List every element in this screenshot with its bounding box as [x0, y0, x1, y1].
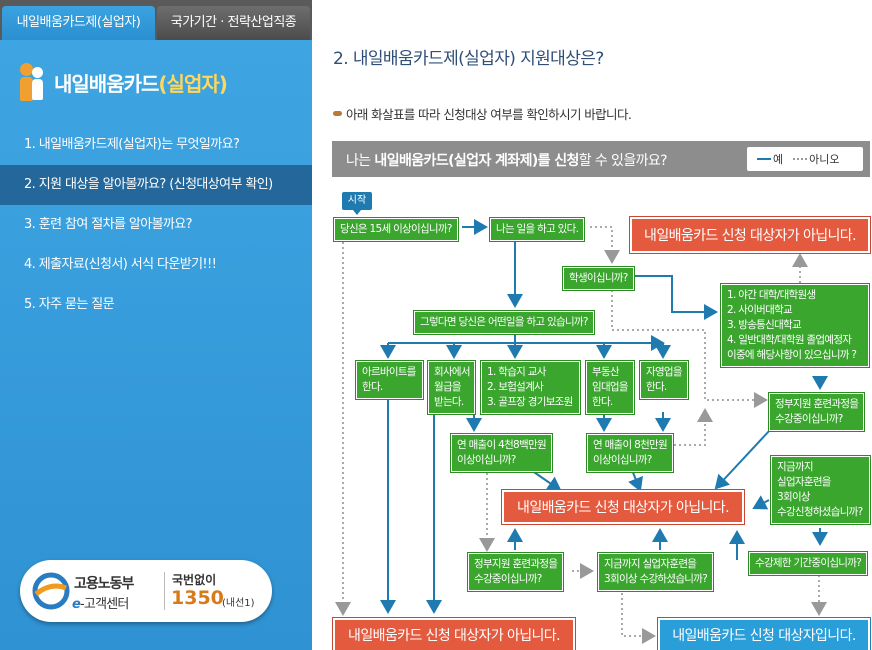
sidebar-title: 내일배움카드(실업자) — [54, 71, 228, 96]
legend-yes: 예 — [773, 153, 784, 166]
bullet-icon — [333, 111, 342, 116]
tab-unemployed-card[interactable]: 내일배움카드제(실업자) — [2, 6, 155, 40]
no-arrow-icon — [793, 158, 808, 160]
legend-no: 아니오 — [809, 153, 840, 166]
yes-arrow-icon — [757, 158, 771, 160]
instruction: 아래 화살표를 따라 신청대상 여부를 확인하시기 바랍니다. — [333, 104, 632, 123]
customer-center-logo-icon — [32, 572, 70, 610]
instruction-text: 아래 화살표를 따라 신청대상 여부를 확인하시기 바랍니다. — [346, 107, 632, 122]
flow-not-target-bottom: 내일배움카드 신청 대상자가 아닙니다. — [332, 617, 576, 650]
sidebar-item-procedure[interactable]: 3. 훈련 참여 절차를 알아볼까요? — [24, 217, 193, 232]
flow-not-target-top: 내일배움카드 신청 대상자가 아닙니다. — [629, 216, 871, 254]
customer-center-ext: (내선1) — [222, 598, 255, 609]
flow-q-age: 당신은 15세 이상이십니까? — [333, 217, 459, 242]
tab-national-strategic[interactable]: 국가기간 · 전략산업직종 — [157, 6, 310, 40]
flow-banner: 나는 내일배움카드(실업자 계좌제)를 신청할 수 있을까요? 예 아니오 — [332, 141, 870, 177]
customer-center-number: 1350 — [171, 587, 224, 609]
sidebar-item-what-is[interactable]: 1. 내일배움카드제(실업자)는 무엇일까요? — [24, 137, 240, 152]
banner-question: 나는 내일배움카드(실업자 계좌제)를 신청할 수 있을까요? — [346, 153, 668, 169]
flow-working: 나는 일을 하고 있다. — [488, 217, 586, 242]
sidebar-header: 내일배움카드(실업자) — [20, 62, 228, 102]
customer-center-free-call: 국번없이 — [172, 573, 217, 587]
flow-restricted: 수강제한 기간중이십니까? — [747, 551, 869, 576]
sidebar-item-download-forms[interactable]: 4. 제출자료(신청서) 서식 다운받기!!! — [24, 257, 217, 272]
sidebar: 내일배움카드(실업자) 1. 내일배움카드제(실업자)는 무엇일까요? 2. 지… — [0, 40, 312, 650]
divider — [164, 572, 165, 610]
sidebar-item-faq[interactable]: 5. 자주 묻는 질문 — [24, 297, 115, 312]
flow-start-badge: 시작 — [342, 192, 372, 215]
customer-center-banner[interactable]: 고용노동부 e-고객센터 국번없이 1350 (내선1) — [20, 560, 272, 622]
flow-legend: 예 아니오 — [747, 147, 863, 171]
flow-what-work: 그렇다면 당신은 어떤일을 하고 있습니까? — [413, 310, 595, 335]
customer-center-label: e-고객센터 — [72, 597, 129, 612]
flow-not-target-middle: 내일배움카드 신청 대상자가 아닙니다. — [501, 489, 745, 525]
flow-student: 학생이십니까? — [562, 266, 635, 291]
flow-is-target: 내일배움카드 신청 대상자입니다. — [657, 617, 871, 650]
page-title: 2. 내일배움카드제(실업자) 지원대상은? — [333, 49, 604, 69]
customer-center-org: 고용노동부 — [74, 576, 134, 592]
tab-bar: 내일배움카드제(실업자) 국가기간 · 전략산업직종 — [0, 0, 312, 40]
sidebar-item-eligibility[interactable]: 2. 지원 대상을 알아볼까요? (신청대상여부 확인) — [0, 165, 312, 205]
person-icon — [20, 63, 44, 101]
